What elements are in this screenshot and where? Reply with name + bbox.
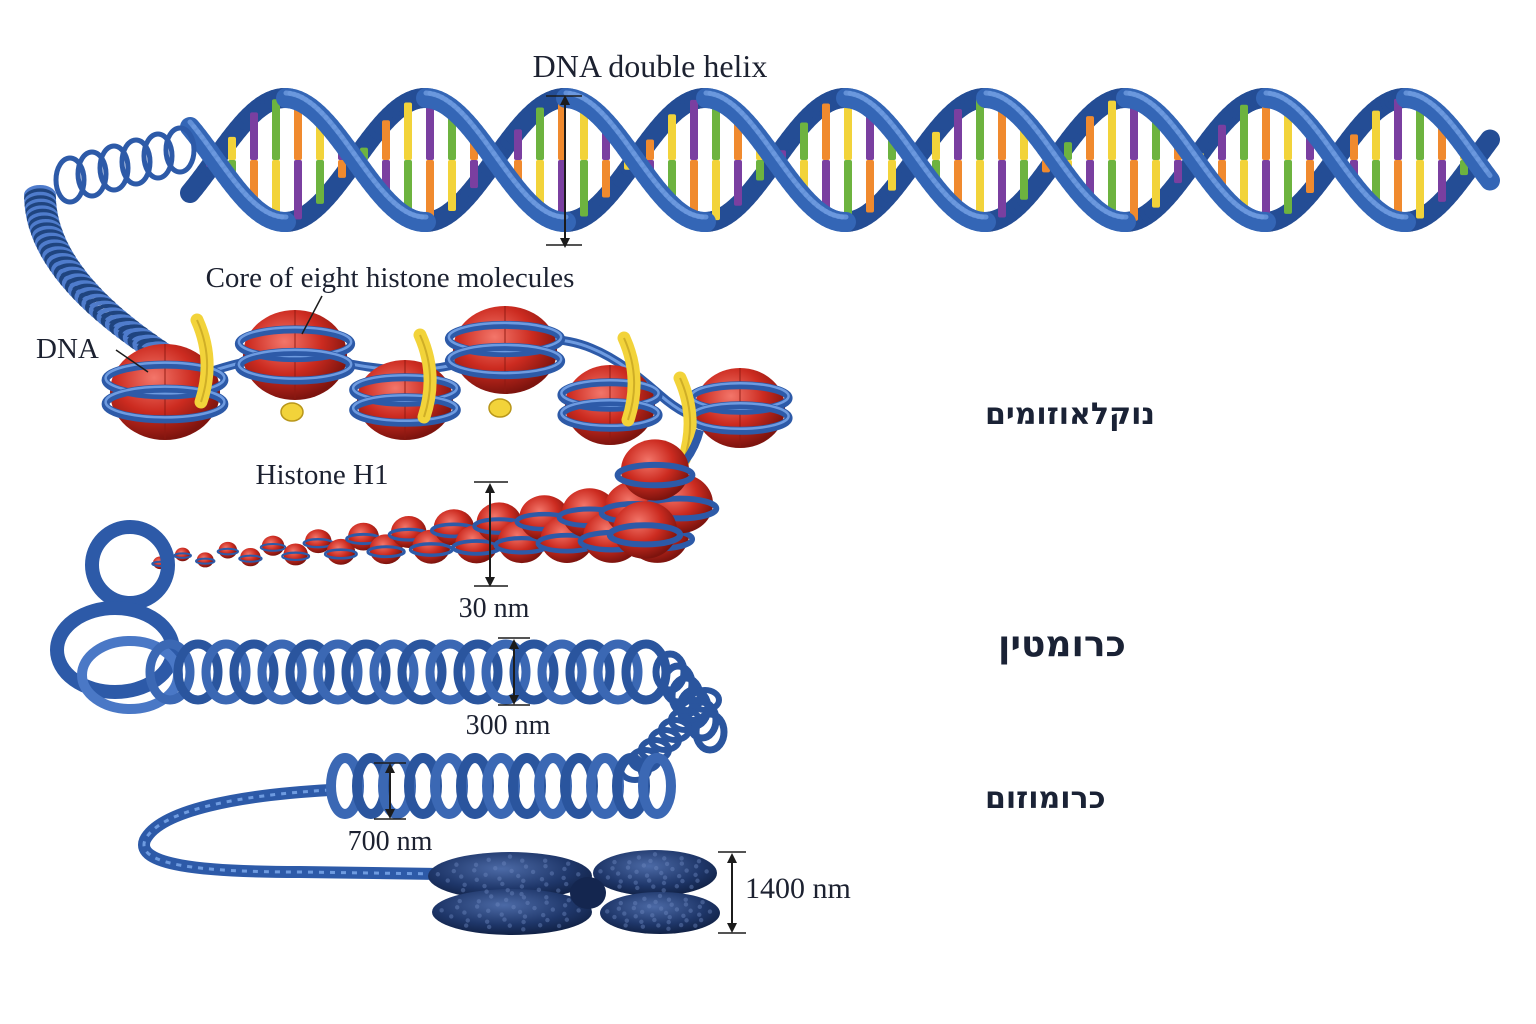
nucleosomes-stage-label: נוקלאוזומים xyxy=(985,397,1155,432)
double-helix-label: DNA double helix xyxy=(533,48,768,84)
dna-label: DNA xyxy=(36,333,99,365)
1400nm-label: 1400 nm xyxy=(745,872,851,905)
core-histone-label: Core of eight histone molecules xyxy=(206,262,575,294)
chromosome-shape xyxy=(428,850,720,935)
dna-entry-coil xyxy=(24,125,197,372)
700nm-coil xyxy=(138,753,676,880)
nucleosome-string xyxy=(101,306,793,467)
chromatin-stage-label: כרומטין xyxy=(998,624,1126,665)
chromosome-stage-label: כרומוזום xyxy=(985,781,1106,816)
dna-double-helix xyxy=(180,88,1500,232)
core-histone-leader xyxy=(301,295,323,335)
dna-leader xyxy=(115,349,149,373)
histone-h1-label: Histone H1 xyxy=(256,459,389,491)
700nm-label: 700 nm xyxy=(348,826,433,857)
300nm-label: 300 nm xyxy=(466,710,551,741)
300nm-coil xyxy=(50,520,728,783)
30nm-fiber xyxy=(151,428,720,570)
chromosome-texture xyxy=(435,852,713,932)
30nm-label: 30 nm xyxy=(459,593,530,624)
